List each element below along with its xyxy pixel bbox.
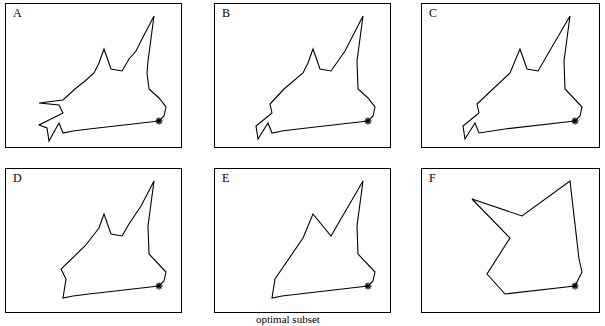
start-star [572,283,579,290]
panel-box: B [214,3,391,148]
tour-outline [6,169,183,314]
panel-note: optimal subset [256,313,320,325]
tour-outline [215,169,392,314]
tour-outline [422,4,601,149]
tour-outline [215,4,392,149]
panel-letter: C [429,7,437,20]
start-star [365,118,372,125]
panel-letter: F [429,172,436,185]
start-star [365,283,372,290]
start-star [572,118,579,125]
start-star [156,118,163,125]
panel-letter: E [222,172,229,185]
panel-box: C [421,3,600,148]
panel-letter: B [222,7,230,20]
panel-box: E [214,168,391,313]
tour-outline [6,4,183,149]
panel-box: D [5,168,182,313]
tour-outline [422,169,601,314]
panel-box: F [421,168,600,313]
start-star [156,283,163,290]
panel-letter: D [13,172,22,185]
panel-letter: A [13,7,22,20]
panel-box: A [5,3,182,148]
